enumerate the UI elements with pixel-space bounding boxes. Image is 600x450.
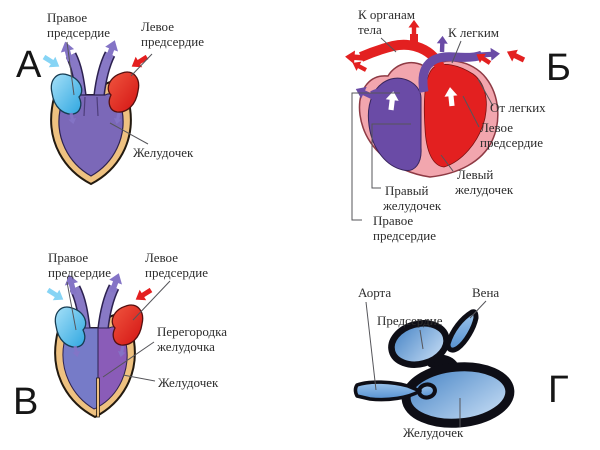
label-left-atrium: Левое [141, 19, 174, 34]
label-right-atrium: предсердие [373, 228, 436, 243]
ventricle-shape [58, 93, 124, 177]
label-left-ventricle: желудочек [454, 182, 514, 197]
label-from-lungs: От легких [490, 100, 546, 115]
label-septum: Перегородка [157, 324, 227, 339]
label-left-atrium: Левое [145, 250, 178, 265]
valve-notch [83, 96, 86, 117]
leader-line [102, 341, 155, 378]
panel-b-letter: Б [546, 47, 571, 89]
leader-line [66, 281, 77, 331]
leader-line [130, 53, 153, 77]
atrium-shape [388, 320, 450, 368]
label-to-body: тела [358, 22, 382, 37]
leader-line [477, 78, 494, 107]
label-right-atrium: предсердие [47, 25, 110, 40]
label-right-atrium: Правое [48, 250, 88, 265]
leader-line [462, 95, 480, 128]
label-ventricle: Желудочек [403, 425, 464, 440]
leader-line [66, 41, 75, 96]
label-left-ventricle: Левый [457, 167, 493, 182]
label-aorta: Аорта [358, 285, 391, 300]
valve-notch [96, 96, 99, 117]
leader-line [132, 280, 171, 321]
panel-b: К органам тела К легким От легких Левое … [344, 7, 571, 243]
label-vein: Вена [472, 285, 499, 300]
panel-v-letter: В [13, 381, 38, 423]
leader-line [419, 329, 424, 350]
bracket-line [371, 123, 411, 189]
aorta-shape [353, 380, 422, 402]
to-lungs-arrow-icon [436, 35, 449, 53]
mammal-heart-illustration [344, 19, 527, 178]
left-atrium-shape [111, 304, 144, 346]
fish-heart-illustration [353, 309, 515, 428]
leader-line [380, 37, 397, 53]
label-left-atrium: предсердие [141, 34, 204, 49]
left-atrium-shape [107, 71, 140, 113]
panel-g-letter: Г [548, 369, 569, 411]
label-right-atrium: Правое [373, 213, 413, 228]
label-to-body: К органам [358, 7, 415, 22]
label-atrium: Предсердие [377, 313, 443, 328]
reptile-heart-illustration [45, 271, 155, 418]
amphibian-heart-illustration [41, 38, 151, 185]
label-ventricle: Желудочек [158, 375, 219, 390]
ventricular-septum-shape [96, 377, 100, 418]
leader-line [122, 374, 156, 382]
label-to-lungs: К легким [448, 25, 499, 40]
label-right-ventricle: Правый [385, 183, 429, 198]
panel-a: Правое предсердие Левое предсердие Желуд… [16, 10, 204, 185]
label-left-atrium: предсердие [480, 135, 543, 150]
label-left-atrium: предсердие [145, 265, 208, 280]
bracket-line [351, 92, 400, 221]
label-right-atrium: предсердие [48, 265, 111, 280]
label-right-ventricle: желудочек [382, 198, 442, 213]
leader-line [365, 301, 377, 391]
to-body-arrow-icon [408, 19, 420, 36]
leader-line [451, 40, 462, 64]
leader-line [440, 154, 454, 172]
panel-a-letter: А [16, 44, 42, 86]
vein-shape [445, 309, 479, 353]
panel-v: Правое предсердие Левое предсердие Перег… [13, 250, 227, 423]
panel-g: Аорта Вена Предсердие Желудочек Г [353, 285, 569, 440]
vena-cava-shape [370, 87, 394, 99]
leader-line [469, 300, 487, 319]
label-septum: желудочка [156, 339, 215, 354]
left-chambers-shape [423, 64, 487, 168]
label-ventricle: Желудочек [133, 145, 194, 160]
label-left-atrium: Левое [480, 120, 513, 135]
label-right-atrium: Правое [47, 10, 87, 25]
leader-line [109, 122, 149, 145]
from-lungs-arrow-icon [504, 45, 527, 66]
